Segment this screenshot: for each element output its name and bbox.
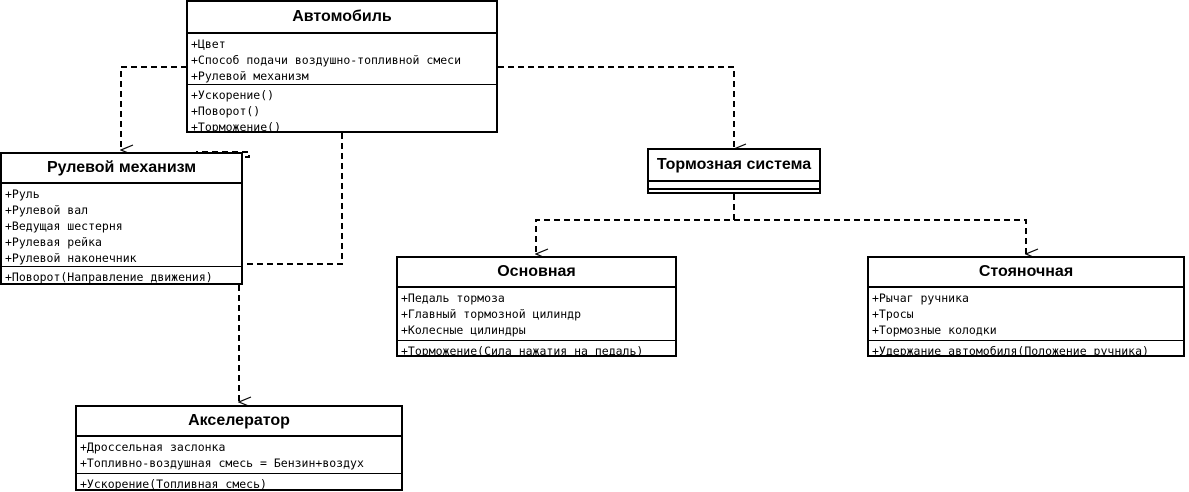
connector-avtomobil-to-tormoznaya	[498, 66, 734, 149]
method: +Торможение(Сила нажатия на педаль)	[401, 344, 644, 357]
class-akselerator: Акселератор +Дроссельная заслонка +Топли…	[75, 405, 403, 491]
attributes-section	[649, 182, 819, 190]
attribute: +Тросы	[872, 307, 914, 321]
class-osnovnaya: Основная +Педаль тормоза +Главный тормоз…	[396, 256, 677, 357]
method: +Поворот(Направление движения)	[5, 270, 213, 284]
attribute: +Дроссельная заслонка	[80, 440, 226, 454]
method: +Удержание автомобиля(Положение ручника)	[872, 344, 1149, 357]
class-title: Акселератор	[77, 407, 401, 437]
methods-section: +Ускорение() +Поворот() +Торможение()	[188, 85, 496, 133]
attribute: +Рулевая рейка	[5, 235, 102, 249]
class-title: Стояночная	[869, 258, 1183, 288]
attributes-section: +Руль +Рулевой вал +Ведущая шестерня +Ру…	[2, 184, 241, 267]
attribute: +Способ подачи воздушно-топливной смеси	[191, 53, 462, 67]
attribute: +Топливно-воздушная смесь = Бензин+возду…	[80, 456, 364, 470]
methods-section: +Удержание автомобиля(Положение ручника)	[869, 341, 1183, 357]
connector-tormoznaya-to-osnovnaya	[535, 194, 735, 254]
method: +Ускорение()	[191, 88, 275, 102]
class-tormoznaya-sistema: Тормозная система	[647, 148, 821, 194]
attribute: +Руль	[5, 187, 40, 201]
connector-avtomobil-to-rulevoy	[120, 66, 187, 150]
attributes-section: +Рычаг ручника +Тросы +Тормозные колодки	[869, 288, 1183, 341]
attributes-section: +Дроссельная заслонка +Топливно-воздушна…	[77, 437, 401, 474]
class-title: Рулевой механизм	[2, 154, 241, 184]
attribute: +Педаль тормоза	[401, 291, 505, 305]
class-title: Основная	[398, 258, 675, 288]
attribute: +Рычаг ручника	[872, 291, 969, 305]
methods-section: +Ускорение(Топливная смесь)	[77, 474, 401, 491]
attribute: +Колесные цилиндры	[401, 323, 526, 337]
attribute: +Рулевой наконечник	[5, 251, 137, 265]
attribute: +Главный тормозной цилиндр	[401, 307, 582, 321]
class-rulevoy-mekhanizm: Рулевой механизм +Руль +Рулевой вал +Вед…	[0, 152, 243, 285]
attribute: +Ведущая шестерня	[5, 219, 123, 233]
connector-avtomobil-to-rulevoy-method	[243, 133, 343, 265]
connector-tormoznaya-to-stoyanochnaya	[734, 219, 1026, 254]
method: +Поворот()	[191, 104, 261, 118]
attribute: +Рулевой механизм	[191, 69, 309, 83]
method: +Торможение()	[191, 120, 282, 133]
methods-section	[649, 190, 819, 192]
methods-section: +Торможение(Сила нажатия на педаль)	[398, 341, 675, 357]
class-avtomobil: Автомобиль +Цвет +Способ подачи воздушно…	[186, 0, 498, 133]
class-title: Автомобиль	[188, 2, 496, 34]
class-stoyanochnaya: Стояночная +Рычаг ручника +Тросы +Тормоз…	[867, 256, 1185, 357]
attribute: +Тормозные колодки	[872, 323, 997, 337]
attribute: +Цвет	[191, 37, 226, 51]
attribute: +Рулевой вал	[5, 203, 89, 217]
method: +Ускорение(Топливная смесь)	[80, 477, 267, 491]
class-title: Тормозная система	[649, 150, 819, 182]
attributes-section: +Цвет +Способ подачи воздушно-топливной …	[188, 34, 496, 85]
attributes-section: +Педаль тормоза +Главный тормозной цилин…	[398, 288, 675, 341]
methods-section: +Поворот(Направление движения)	[2, 267, 241, 284]
